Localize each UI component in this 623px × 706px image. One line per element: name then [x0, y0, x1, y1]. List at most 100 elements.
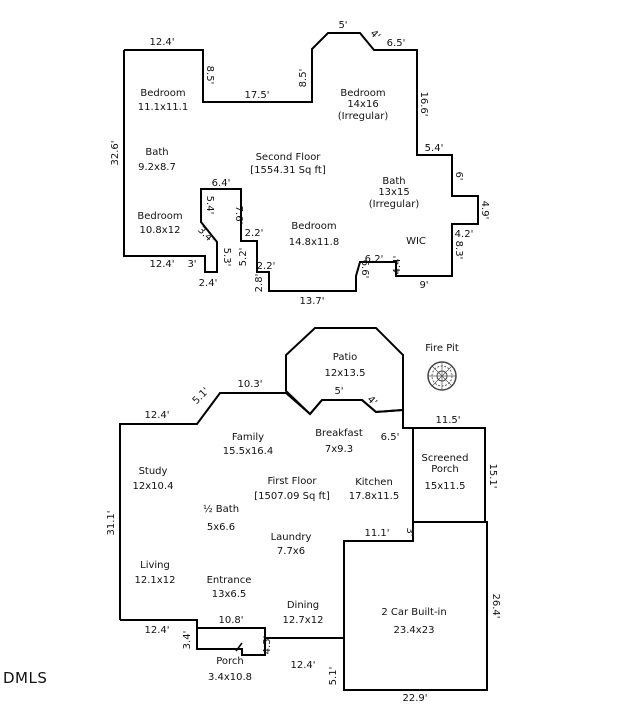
dimension-label: 12.4'	[144, 625, 169, 636]
porch-outline	[197, 627, 266, 638]
dimension-label: 2.2'	[257, 261, 276, 272]
dimension-label: 12.4'	[149, 37, 174, 48]
room-size: 3.4x10.8	[208, 672, 252, 683]
room-size: 5x6.6	[207, 522, 235, 533]
fire-pit-icon	[427, 361, 457, 391]
dimension-label: 2.2'	[245, 228, 264, 239]
dimension-label: 5.3'	[221, 248, 232, 267]
dimension-label: 26.4'	[490, 593, 501, 618]
room-name: Bedroom	[137, 211, 182, 222]
room-name: Bath	[145, 147, 168, 158]
room-name: Family	[232, 432, 264, 443]
ff-area: [1507.09 Sq ft]	[254, 491, 330, 502]
dimension-label: 4.4'	[392, 256, 403, 275]
dimension-label: 6.4'	[212, 178, 231, 189]
dimension-label: 5.1'	[328, 667, 339, 686]
room-size: 15x11.5	[425, 481, 466, 492]
dimension-label: 5.4'	[425, 143, 444, 154]
room-size: 13x15	[378, 187, 409, 198]
first-floor-outline	[119, 392, 486, 656]
fire-pit-label: Fire Pit	[425, 343, 459, 354]
room-size: 11.1x11.1	[138, 102, 188, 113]
dimension-label: 5.4'	[204, 196, 215, 215]
dimension-label: 2.4'	[199, 278, 218, 289]
room-name: ½ Bath	[203, 503, 239, 515]
room-name: Dining	[287, 600, 319, 611]
room-size: 14x16	[347, 99, 378, 110]
dimension-label: 15.1'	[487, 463, 498, 488]
room-note: (Irregular)	[369, 199, 420, 210]
dimension-label: 5.2'	[238, 248, 249, 267]
dimension-label: 4.2'	[455, 229, 474, 240]
dimension-label: 3.4'	[182, 631, 193, 650]
dimension-label: 4.5'	[262, 636, 273, 655]
room-size: 10.8x12	[140, 225, 181, 236]
room-size: 7.7x6	[277, 546, 305, 557]
ff-title: First Floor	[267, 476, 317, 487]
dimension-label: 5'	[334, 386, 343, 397]
room-size: 23.4x23	[394, 625, 435, 636]
room-name: Porch	[216, 656, 244, 667]
room-size: 13x6.5	[212, 589, 247, 600]
dimension-label: 8.3'	[453, 241, 464, 260]
dimension-label: 4.9'	[479, 201, 490, 220]
room-note: (Irregular)	[338, 111, 389, 122]
dimension-label: 17.5'	[244, 90, 269, 101]
second-floor-outline	[123, 32, 479, 292]
room-size: 15.5x16.4	[223, 446, 273, 457]
room-size: 7x9.3	[325, 444, 353, 455]
dimension-label: 7.6'	[233, 206, 244, 225]
dimension-label: 32.6'	[110, 140, 121, 165]
room-name: Entrance	[207, 575, 252, 586]
dimension-label: 11.1'	[364, 528, 389, 539]
dimension-label: 3.4'	[195, 225, 216, 246]
room-name: Breakfast	[315, 428, 363, 439]
room-size: 9.2x8.7	[138, 162, 176, 173]
dimension-label: 12.4'	[290, 660, 315, 671]
dimension-label: 10.8'	[218, 615, 243, 626]
dimension-label: 4'	[365, 394, 379, 408]
room-name: Bedroom	[291, 221, 336, 232]
dimension-label: 12.4'	[149, 259, 174, 270]
room-name: 2 Car Built-in	[381, 607, 446, 618]
dimension-label: 31.1'	[106, 510, 117, 535]
dimension-label: 6.5'	[387, 38, 406, 49]
dimension-label: 9'	[419, 280, 428, 291]
dimension-label: 8.5'	[298, 69, 309, 88]
dimension-label: 6.6'	[359, 260, 370, 279]
second-floor: Second Floor [1554.31 Sq ft] Bedroom 11.…	[110, 20, 490, 307]
room-name: Bedroom	[140, 88, 185, 99]
dimension-label: 5'	[338, 20, 347, 31]
dimension-label: 22.9'	[402, 693, 427, 704]
room-name: Study	[139, 466, 168, 477]
dmls-watermark: DMLS	[3, 669, 47, 687]
sf-title: Second Floor	[256, 152, 322, 163]
room-size: 12x10.4	[133, 481, 174, 492]
dimension-label: 16.6'	[418, 91, 429, 116]
dimension-label: 6.5'	[381, 432, 400, 443]
room-size: 12.1x12	[135, 575, 176, 586]
dimension-label: 6'	[453, 171, 464, 180]
dimension-label: 12.4'	[144, 410, 169, 421]
dimension-label: 13.7'	[299, 296, 324, 307]
porch-step	[235, 642, 243, 652]
dimension-label: 2.8'	[254, 274, 265, 293]
room-name: Bedroom	[340, 88, 385, 99]
room-name: Living	[140, 560, 170, 571]
first-floor: Fire Pit First Floor [1507.09 Sq ft] Pat…	[106, 327, 501, 704]
dimension-label: 10.3'	[237, 379, 262, 390]
room-name: Kitchen	[355, 477, 393, 488]
room-name: Bath	[382, 176, 405, 187]
dimension-label: 5.1'	[191, 386, 212, 407]
dimension-label: 3'	[404, 527, 415, 536]
sf-area: [1554.31 Sq ft]	[250, 165, 326, 176]
garage-outline	[343, 521, 488, 691]
room-name: WIC	[406, 236, 426, 247]
dimension-label: 11.5'	[435, 415, 460, 426]
room-name: Patio	[333, 352, 358, 363]
room-size: 14.8x11.8	[289, 237, 339, 248]
room-name: Porch	[431, 464, 459, 475]
room-name: Screened	[422, 453, 469, 464]
dimension-label: 4'	[368, 28, 382, 42]
